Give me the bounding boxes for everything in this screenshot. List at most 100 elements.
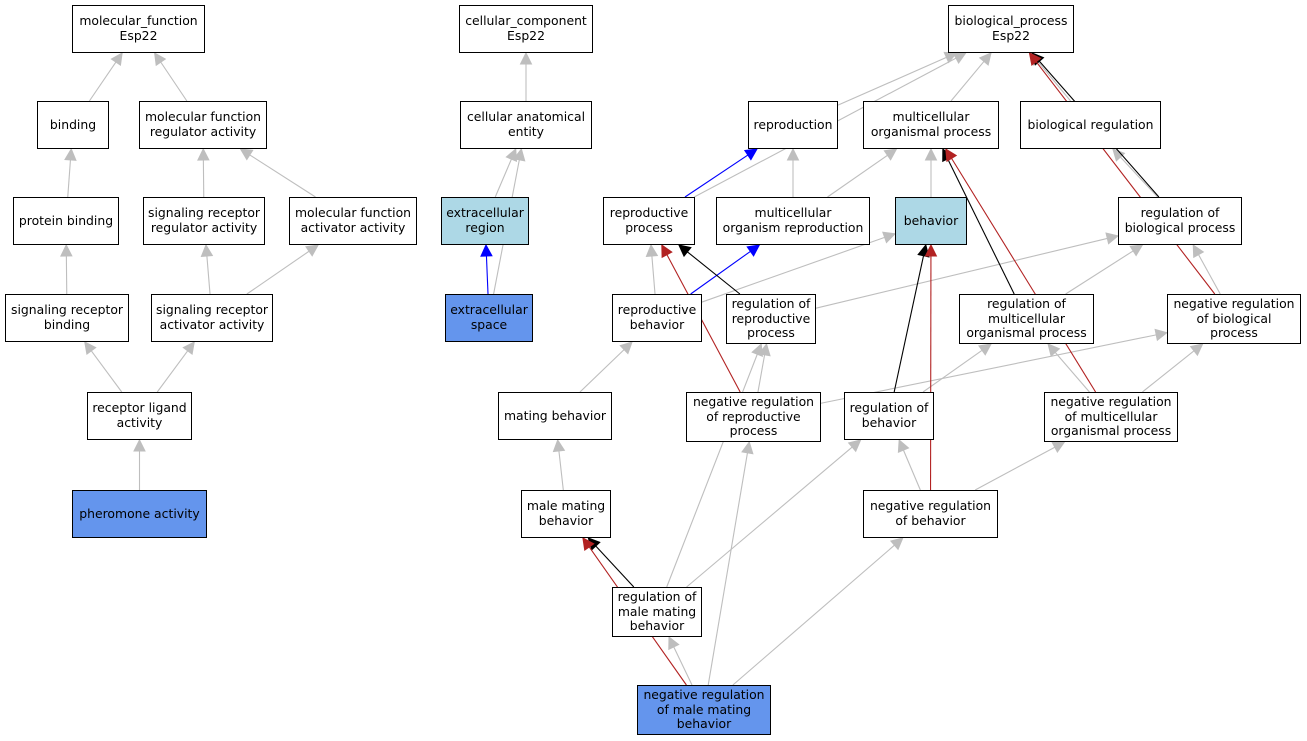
edge-line — [684, 154, 749, 198]
edge-line — [951, 158, 1097, 393]
edge-arrowhead — [661, 244, 673, 259]
edge-line — [1198, 254, 1221, 295]
edge-arrowhead — [883, 148, 898, 161]
edge-reg_multicell-to-reg_bio_process — [1065, 244, 1144, 295]
edge-pheromone-to-receptor_ligand — [133, 438, 146, 490]
edge-line — [687, 251, 741, 295]
edge-arrowhead — [519, 51, 533, 65]
edge-arrowhead — [1051, 441, 1066, 454]
edge-line — [690, 250, 751, 295]
edge-cell_anat-to-cc_root — [519, 51, 533, 101]
edge-line — [707, 452, 748, 686]
edge-line — [579, 349, 625, 393]
edge-line — [1065, 250, 1134, 295]
edge-line — [686, 446, 853, 588]
edge-arrowhead — [897, 438, 910, 454]
node-reproduction[interactable]: reproduction — [748, 101, 838, 149]
node-molecular-function-regulator-activity[interactable]: molecular function regulator activity — [139, 101, 267, 149]
edge-line — [673, 646, 693, 686]
node-biological-regulation[interactable]: biological regulation — [1020, 101, 1161, 149]
edge-reg_repro_process-to-reg_bio_process — [815, 232, 1120, 309]
edge-repro_behavior-to-behavior — [701, 231, 897, 303]
edge-multicell_process-to-bp_root — [950, 52, 992, 102]
edge-neg_reg_behavior-to-behavior — [924, 243, 938, 491]
node-extracellular-space[interactable]: extracellular space — [445, 294, 533, 342]
edge-arrowhead — [945, 148, 958, 163]
node-regulation-of-multicellular-organismal-process[interactable]: regulation of multicellular organismal p… — [959, 294, 1094, 344]
edge-arrowhead — [952, 52, 967, 64]
edge-line — [1142, 350, 1195, 393]
edge-arrowhead — [1154, 328, 1169, 342]
node-pheromone-activity[interactable]: pheromone activity — [72, 490, 207, 538]
node-biological-process-root[interactable]: biological_process Esp22 — [948, 5, 1074, 53]
node-regulation-of-male-mating-behavior[interactable]: regulation of male mating behavior — [612, 587, 702, 637]
node-mating-behavior[interactable]: mating behavior — [498, 392, 612, 440]
edge-reg_behavior-to-behavior — [893, 243, 930, 393]
node-signaling-receptor-binding[interactable]: signaling receptor binding — [5, 294, 129, 342]
edge-line — [206, 255, 211, 295]
edge-arrowhead — [239, 148, 254, 161]
node-regulation-of-biological-process[interactable]: regulation of biological process — [1118, 197, 1242, 245]
edge-arrowhead — [786, 147, 800, 161]
edge-arrowhead — [305, 244, 320, 257]
node-multicellular-organism-reproduction[interactable]: multicellular organism reproduction — [716, 197, 870, 245]
edge-line — [494, 158, 512, 198]
node-binding[interactable]: binding — [37, 101, 109, 149]
node-negative-regulation-of-male-mating-behavior[interactable]: negative regulation of male mating behav… — [637, 685, 771, 735]
edge-reg_male_mating-to-reg_behavior — [686, 439, 862, 588]
node-negative-regulation-of-biological-process[interactable]: negative regulation of biological proces… — [1167, 294, 1301, 344]
node-molecular-function-root[interactable]: molecular_function Esp22 — [72, 5, 205, 53]
node-extracellular-region[interactable]: extracellular region — [441, 197, 529, 245]
edge-line — [947, 158, 1015, 295]
node-cellular-component-root[interactable]: cellular_component Esp22 — [459, 5, 593, 53]
edge-neg_reg_repro-to-neg_reg_bio — [820, 328, 1169, 404]
edge-line — [1037, 61, 1072, 102]
edge-reproduction-to-bp_root — [837, 51, 958, 106]
node-reproductive-process[interactable]: reproductive process — [603, 197, 695, 245]
node-protein-binding[interactable]: protein binding — [13, 197, 119, 245]
node-cellular-anatomical-entity[interactable]: cellular anatomical entity — [460, 101, 592, 149]
edge-line — [90, 350, 123, 393]
edge-arrowhead — [746, 244, 761, 257]
node-signaling-receptor-activator-activity[interactable]: signaling receptor activator activity — [151, 294, 273, 342]
edge-line — [837, 56, 947, 106]
edge-line — [1035, 61, 1216, 295]
edge-arrowhead — [133, 438, 146, 452]
edge-sig_rec_activator-to-sig_rec_regulator — [200, 243, 214, 295]
edge-line — [815, 237, 1108, 309]
edge-line — [701, 236, 885, 303]
edge-neg_reg_bio-to-reg_bio_process — [1192, 244, 1221, 295]
edge-neg_reg_multicell-to-neg_reg_bio — [1142, 343, 1204, 393]
edge-reg_male_mating-to-reg_repro_process — [666, 342, 763, 588]
node-negative-regulation-of-multicellular-organismal-process[interactable]: negative regulation of multicellular org… — [1044, 392, 1178, 442]
node-regulation-of-reproductive-process[interactable]: regulation of reproductive process — [726, 294, 816, 344]
node-male-mating-behavior[interactable]: male mating behavior — [521, 490, 611, 538]
edge-extracell_space-to-extracell_region — [480, 243, 493, 295]
edge-receptor_ligand-to-sig_rec_binding — [84, 341, 123, 393]
node-multicellular-organismal-process[interactable]: multicellular organismal process — [863, 101, 999, 149]
edge-arrowhead — [978, 52, 992, 66]
edge-reg_repro_process-to-reproductive_process — [678, 244, 741, 295]
edge-line — [160, 61, 188, 102]
edge-arrowhead — [978, 343, 992, 356]
node-signaling-receptor-regulator-activity[interactable]: signaling receptor regulator activity — [143, 197, 265, 245]
edge-arrowhead — [619, 341, 633, 355]
edge-arrowhead — [924, 147, 938, 161]
node-negative-regulation-of-reproductive-process[interactable]: negative regulation of reproductive proc… — [686, 392, 821, 442]
node-negative-regulation-of-behavior[interactable]: negative regulation of behavior — [863, 490, 998, 538]
node-molecular-function-activator-activity[interactable]: molecular function activator activity — [289, 197, 417, 245]
node-receptor-ligand-activity[interactable]: receptor ligand activity — [87, 392, 192, 440]
node-reproductive-behavior[interactable]: reproductive behavior — [612, 294, 702, 342]
edge-neg_reg_multicell-to-reg_multicell — [1047, 343, 1090, 393]
edge-arrowhead — [751, 342, 763, 358]
edge-line — [974, 446, 1056, 491]
edge-arrowhead — [182, 341, 195, 355]
edge-arrowhead — [154, 52, 167, 67]
edge-arrowhead — [200, 243, 214, 257]
edge-line — [922, 349, 983, 393]
edge-arrowhead — [110, 52, 123, 67]
node-regulation-of-behavior[interactable]: regulation of behavior — [844, 392, 934, 440]
edge-line — [156, 350, 189, 393]
node-behavior[interactable]: behavior — [895, 197, 967, 245]
edge-line — [757, 354, 766, 393]
